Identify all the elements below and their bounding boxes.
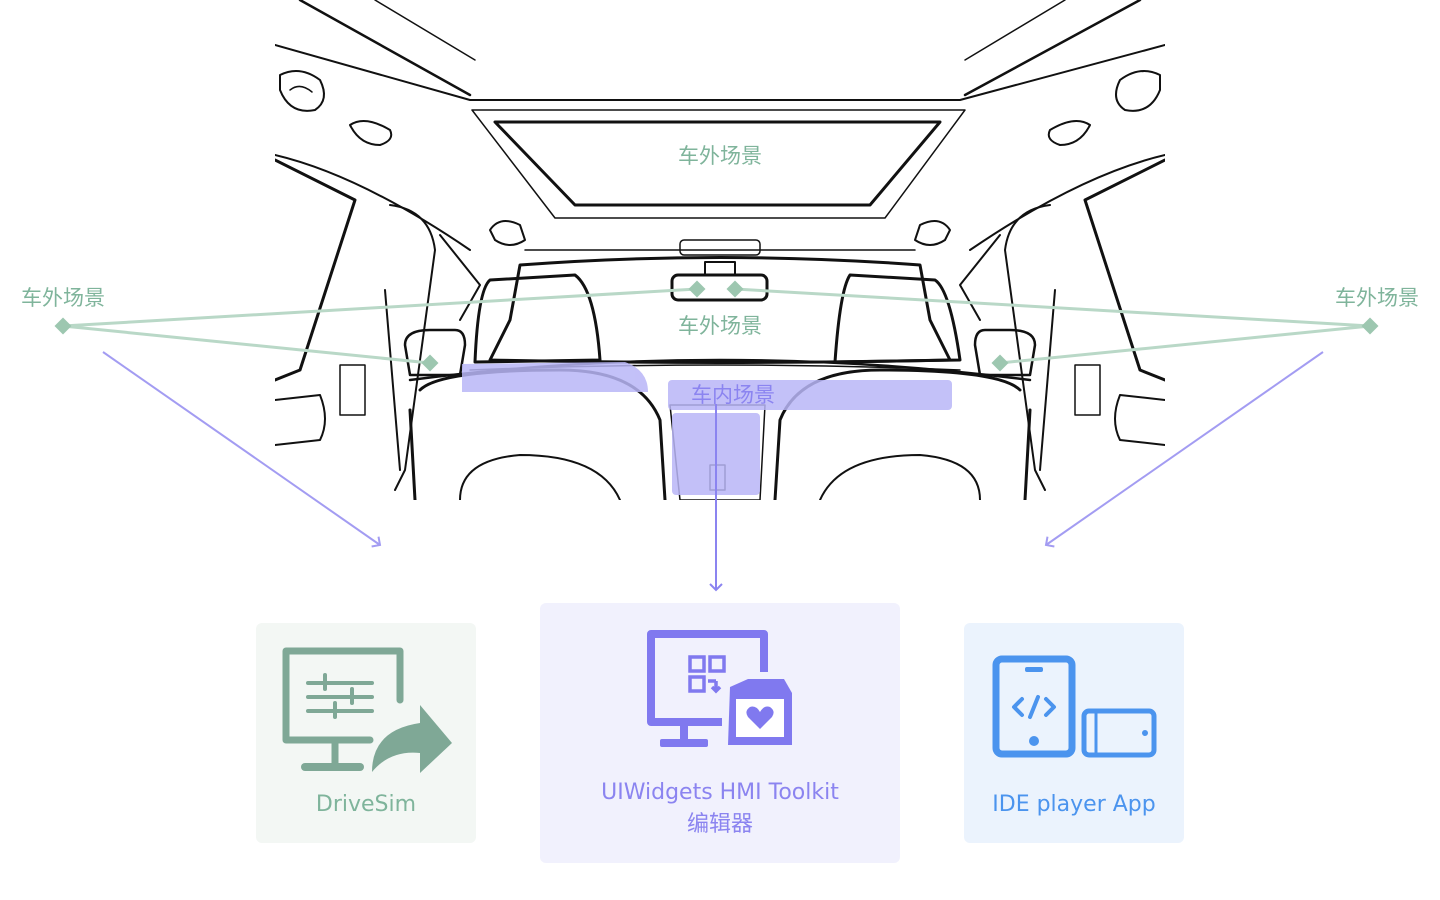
node-mirror-left: [688, 280, 706, 298]
connector-nodes: [54, 280, 1379, 372]
tablet-code-phone-icon: [992, 655, 1157, 758]
ide-card[interactable]: IDE player App: [964, 623, 1184, 843]
drivesim-label: DriveSim: [315, 792, 417, 817]
drivesim-card[interactable]: DriveSim: [256, 623, 476, 843]
uiwidgets-card[interactable]: UIWidgets HMI Toolkit 编辑器: [540, 603, 900, 863]
flow-arrows: [102, 351, 1324, 592]
ide-label: IDE player App: [992, 792, 1156, 817]
node-side-mirror-right: [991, 354, 1009, 372]
node-side-mirror-left: [421, 354, 439, 372]
car-interior-illustration: [275, 0, 1165, 500]
dashboard-left-highlight: [462, 362, 648, 392]
label-exterior-left: 车外场景: [21, 286, 105, 310]
label-exterior-right: 车外场景: [1335, 286, 1419, 310]
monitor-sliders-share-icon: [282, 647, 452, 773]
node-left: [54, 317, 72, 335]
uiwidgets-label-line2: 编辑器: [686, 812, 753, 837]
exterior-connectors: [62, 287, 1371, 365]
interior-highlights: [462, 362, 952, 495]
arrow-right-to-ide: [1044, 351, 1324, 548]
uiwidgets-label: UIWidgets HMI Toolkit 编辑器: [540, 777, 900, 841]
label-exterior-windshield: 车外场景: [678, 314, 762, 338]
uiwidgets-label-line1: UIWidgets HMI Toolkit: [601, 780, 839, 805]
node-right: [1361, 317, 1379, 335]
label-interior: 车内场景: [691, 383, 775, 407]
monitor-box-heart-icon: [647, 630, 792, 747]
node-mirror-right: [726, 280, 744, 298]
label-exterior-top: 车外场景: [678, 144, 762, 168]
center-screen-highlight: [668, 380, 952, 410]
arrow-left-to-drivesim: [102, 351, 382, 548]
